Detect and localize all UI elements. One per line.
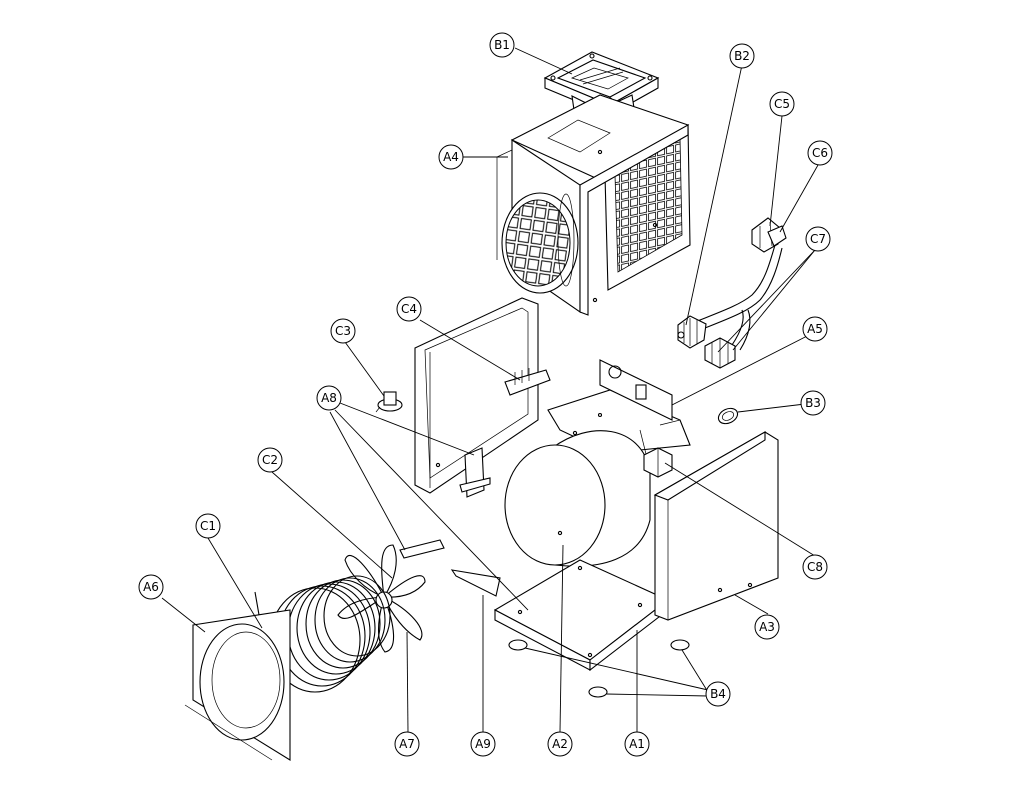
part-a2-cylinder bbox=[504, 429, 651, 567]
callout-label-b3: B3 bbox=[805, 396, 821, 410]
callout-label-c2: C2 bbox=[262, 453, 278, 467]
callout-label-c7: C7 bbox=[810, 232, 826, 246]
callout-label-a6: A6 bbox=[143, 580, 159, 594]
callout-label-c6: C6 bbox=[812, 146, 828, 160]
part-a1-base-tray bbox=[493, 559, 670, 672]
callout-label-b4: B4 bbox=[710, 687, 726, 701]
callout-label-a5: A5 bbox=[807, 322, 823, 336]
callout-label-a4: A4 bbox=[443, 150, 459, 164]
callout-label-a8: A8 bbox=[321, 391, 337, 405]
callout-a2: A2 bbox=[547, 731, 573, 757]
callout-b4: B4 bbox=[705, 681, 731, 707]
leader-lines bbox=[161, 47, 819, 733]
callout-label-c1: C1 bbox=[200, 519, 216, 533]
callout-label-c4: C4 bbox=[401, 302, 417, 316]
callout-a9: A9 bbox=[470, 731, 496, 757]
callout-label-a2: A2 bbox=[552, 737, 568, 751]
callout-b1: B1 bbox=[489, 32, 515, 58]
callout-c3: C3 bbox=[330, 318, 356, 344]
callout-a7: A7 bbox=[394, 731, 420, 757]
callout-b2: B2 bbox=[729, 43, 755, 69]
callout-label-a9: A9 bbox=[475, 737, 491, 751]
part-b2-c5-c6-c7-cord-assembly bbox=[677, 217, 787, 369]
callout-c8: C8 bbox=[802, 554, 828, 580]
callout-a8: A8 bbox=[316, 385, 342, 411]
callout-c5: C5 bbox=[769, 91, 795, 117]
callout-a6: A6 bbox=[138, 574, 164, 600]
callout-c7: C7 bbox=[805, 226, 831, 252]
callout-c4: C4 bbox=[396, 296, 422, 322]
callout-label-a1: A1 bbox=[629, 737, 645, 751]
callout-label-b2: B2 bbox=[734, 49, 750, 63]
part-a9-bracket bbox=[450, 569, 501, 597]
callout-label-a7: A7 bbox=[399, 737, 415, 751]
part-b4-feet bbox=[508, 639, 690, 698]
callout-b3: B3 bbox=[800, 390, 826, 416]
callout-label-c5: C5 bbox=[774, 97, 790, 111]
part-c3-thermostat bbox=[375, 391, 403, 413]
callout-a1: A1 bbox=[624, 731, 650, 757]
part-a7-fan-blade bbox=[337, 544, 426, 653]
part-b3-grommet bbox=[717, 407, 739, 425]
part-a6-front-panel bbox=[184, 609, 291, 761]
callout-c1: C1 bbox=[195, 513, 221, 539]
callout-c2: C2 bbox=[257, 447, 283, 473]
callout-a5: A5 bbox=[802, 316, 828, 342]
callout-label-a3: A3 bbox=[759, 620, 775, 634]
callout-label-b1: B1 bbox=[494, 38, 510, 52]
callout-label-c3: C3 bbox=[335, 324, 351, 338]
part-a3-side-panel bbox=[653, 431, 779, 621]
callout-label-c8: C8 bbox=[807, 560, 823, 574]
part-c8-relay bbox=[643, 447, 673, 478]
callout-a3: A3 bbox=[754, 614, 780, 640]
callout-c6: C6 bbox=[807, 140, 833, 166]
callout-a4: A4 bbox=[438, 144, 464, 170]
part-a4-top-housing bbox=[496, 94, 691, 316]
